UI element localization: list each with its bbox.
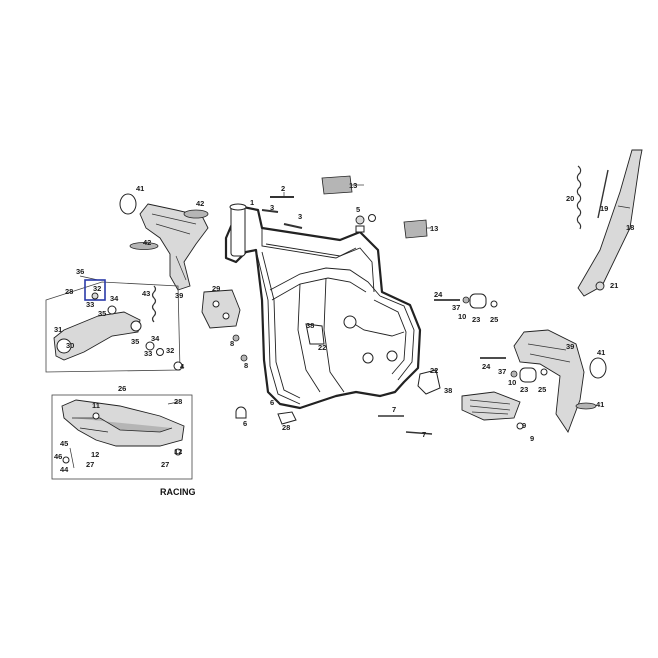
label-part-35: 35: [98, 309, 106, 318]
part-labels: 1 2 3 3 5 13 13 41 42 42 43 39 36 28 32 …: [54, 181, 634, 497]
part-19-spring-rod[interactable]: [597, 169, 609, 219]
label-part-42: 42: [143, 238, 151, 247]
part-29-engine-mount[interactable]: [201, 289, 241, 329]
label-part-3: 3: [298, 212, 302, 221]
label-part-8: 8: [244, 361, 248, 370]
part-3-pin[interactable]: [261, 209, 303, 229]
label-part-7: 7: [422, 430, 426, 439]
label-part-23: 23: [472, 315, 480, 324]
label-part-22: 22: [318, 343, 326, 352]
label-part-7: 7: [392, 405, 396, 414]
part-22-bracket-right[interactable]: [417, 369, 441, 395]
part-41-o-ring-left[interactable]: [119, 193, 137, 215]
label-part-25: 25: [490, 315, 498, 324]
label-part-41: 41: [597, 348, 605, 357]
label-part-28: 28: [282, 423, 290, 432]
part-7-long-bolt[interactable]: [378, 415, 433, 435]
part-13-decal-right[interactable]: [403, 219, 431, 239]
label-part-29: 29: [212, 284, 220, 293]
part-21-bolt[interactable]: [595, 281, 605, 291]
label-part-23: 23: [520, 385, 528, 394]
part-39-frame-guard-left[interactable]: [139, 203, 209, 291]
part-39-frame-guard-right[interactable]: [513, 329, 585, 433]
label-part-6: 6: [270, 398, 274, 407]
label-part-27: 27: [161, 460, 169, 469]
label-part-38: 38: [306, 321, 314, 330]
part-42-gasket[interactable]: [129, 209, 209, 250]
label-part-1: 1: [250, 198, 254, 207]
label-part-13: 13: [349, 181, 357, 190]
label-part-37: 37: [498, 367, 506, 376]
label-part-10: 10: [458, 312, 466, 321]
label-part-12: 12: [91, 450, 99, 459]
label-part-41: 41: [136, 184, 144, 193]
part-6-clamp[interactable]: [235, 406, 247, 419]
label-part-45: 45: [60, 439, 68, 448]
label-part-24: 24: [434, 290, 443, 299]
label-part-19: 19: [600, 204, 608, 213]
part-8-nuts[interactable]: [232, 334, 248, 362]
label-part-10: 10: [508, 378, 516, 387]
label-part-34: 34: [151, 334, 160, 343]
label-part-44: 44: [60, 465, 69, 474]
label-part-11: 11: [92, 401, 100, 410]
part-20-spring[interactable]: [576, 165, 582, 230]
label-part-28: 28: [174, 397, 182, 406]
label-part-9: 9: [522, 421, 526, 430]
label-part-42: 42: [196, 199, 204, 208]
label-part-13: 13: [430, 224, 438, 233]
main-frame[interactable]: [224, 203, 422, 410]
label-part-24: 24: [482, 362, 491, 371]
label-part-32: 32: [93, 284, 101, 293]
label-part-20: 20: [566, 194, 574, 203]
side-stand-assembly[interactable]: [45, 275, 183, 373]
racing-skid-plate-box[interactable]: [51, 394, 193, 480]
racing-caption: RACING: [160, 487, 196, 497]
label-part-36: 36: [76, 267, 84, 276]
part-28-pin[interactable]: [277, 411, 297, 425]
part-41-o-ring-right[interactable]: [575, 357, 607, 410]
label-part-39: 39: [175, 291, 183, 300]
label-part-37: 37: [452, 303, 460, 312]
label-part-4: 4: [180, 362, 185, 371]
label-part-21: 21: [610, 281, 618, 290]
right-mount-bolts-lower[interactable]: [480, 357, 548, 383]
label-part-32: 32: [166, 346, 174, 355]
label-part-30: 30: [66, 341, 74, 350]
right-mount-bolts-upper[interactable]: [434, 293, 498, 309]
label-part-18: 18: [626, 223, 634, 232]
label-part-41: 41: [596, 400, 604, 409]
part-32-highlight-marker[interactable]: [84, 279, 106, 301]
label-part-22: 22: [430, 366, 438, 375]
part-18-side-stand[interactable]: [577, 149, 643, 297]
label-part-43: 43: [142, 289, 150, 298]
label-part-31: 31: [54, 325, 62, 334]
label-part-3: 3: [270, 203, 274, 212]
label-part-46: 46: [54, 452, 62, 461]
part-13-decal-left[interactable]: [321, 175, 364, 195]
label-part-33: 33: [144, 349, 152, 358]
label-part-25: 25: [538, 385, 546, 394]
part-22-bracket-left[interactable]: [305, 323, 325, 345]
label-part-38: 38: [444, 386, 452, 395]
label-part-9: 9: [530, 434, 534, 443]
label-part-33: 33: [86, 300, 94, 309]
label-part-39: 39: [566, 342, 574, 351]
label-part-28: 28: [65, 287, 73, 296]
part-2-pin[interactable]: [270, 192, 294, 198]
label-part-5: 5: [356, 205, 360, 214]
part-5-bolt-assembly[interactable]: [355, 214, 376, 233]
part-9-footpeg[interactable]: [461, 391, 524, 430]
part-43-spring[interactable]: [151, 285, 157, 323]
label-part-8: 8: [230, 339, 234, 348]
label-part-2: 2: [281, 184, 285, 193]
label-part-12: 12: [174, 447, 182, 456]
label-part-34: 34: [110, 294, 119, 303]
label-part-27: 27: [86, 460, 94, 469]
label-part-26: 26: [118, 384, 126, 393]
label-part-6: 6: [243, 419, 247, 428]
label-part-35: 35: [131, 337, 139, 346]
